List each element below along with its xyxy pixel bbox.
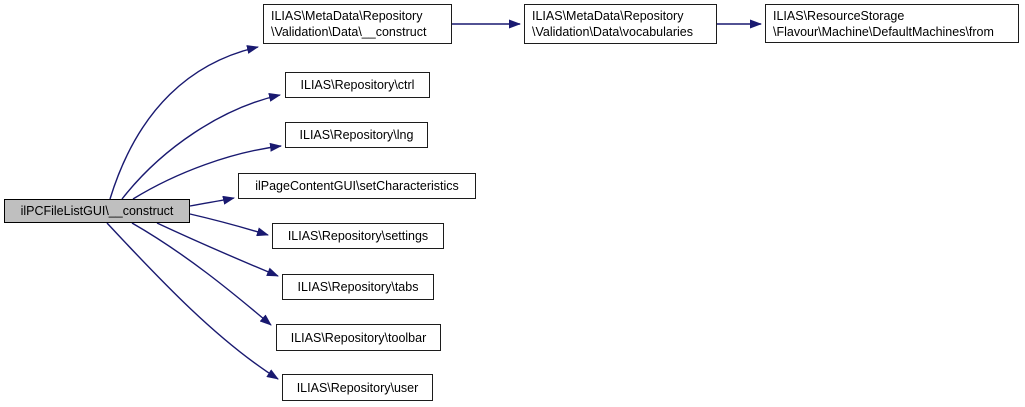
edge-main-to-lng <box>132 142 282 200</box>
node-repository-toolbar[interactable]: ILIAS\Repository\toolbar <box>276 324 441 351</box>
edge-main-to-ctrl <box>121 93 281 200</box>
node-repository-settings[interactable]: ILIAS\Repository\settings <box>272 223 444 249</box>
node-repository-lng[interactable]: ILIAS\Repository\lng <box>285 122 428 148</box>
edge-main-to-settings <box>189 213 269 237</box>
node-repository-tabs[interactable]: ILIAS\Repository\tabs <box>282 274 434 300</box>
edge-main-to-toolbar <box>131 222 272 326</box>
node-metadata-validation-vocabularies[interactable]: ILIAS\MetaData\Repository \Validation\Da… <box>524 4 717 44</box>
node-ilpagecontentgui-setcharacteristics[interactable]: ilPageContentGUI\setCharacteristics <box>238 173 476 199</box>
edge-main-to-md-construct <box>109 45 259 200</box>
edge-main-to-user <box>106 222 279 380</box>
edge-main-to-tabs <box>156 222 279 277</box>
edge-main-to-setcharacteristics <box>189 195 235 207</box>
node-metadata-validation-construct[interactable]: ILIAS\MetaData\Repository \Validation\Da… <box>263 4 452 44</box>
node-repository-user[interactable]: ILIAS\Repository\user <box>282 374 433 401</box>
node-repository-ctrl[interactable]: ILIAS\Repository\ctrl <box>285 72 430 98</box>
node-resourcestorage-defaultmachines-from[interactable]: ILIAS\ResourceStorage \Flavour\Machine\D… <box>765 4 1019 43</box>
node-ilpcfilelistgui-construct: ilPCFileListGUI\__construct <box>4 199 190 223</box>
